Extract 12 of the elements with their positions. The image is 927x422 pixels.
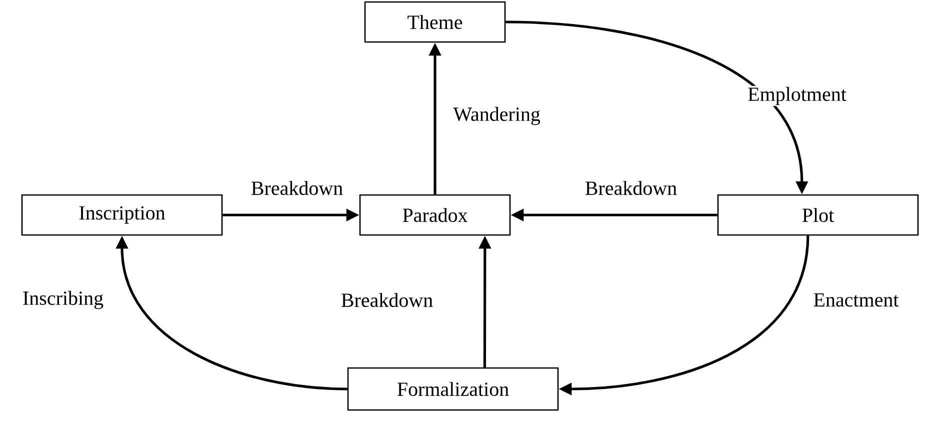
process-box: Formalization [347, 367, 559, 411]
edge-label: Breakdown [584, 180, 678, 196]
edge-label: Breakdown [340, 292, 434, 308]
process-box: Theme [364, 1, 506, 43]
process-box: Paradox [359, 194, 511, 236]
edge-label: Emplotment [746, 86, 848, 106]
edge-label: Inscribing [21, 290, 105, 310]
process-box: Plot [717, 194, 919, 236]
edge-label: Enactment [812, 292, 900, 308]
edge-label: Breakdown [250, 180, 344, 196]
process-box: Inscription [21, 194, 223, 236]
edge-label: Wandering [452, 106, 542, 126]
